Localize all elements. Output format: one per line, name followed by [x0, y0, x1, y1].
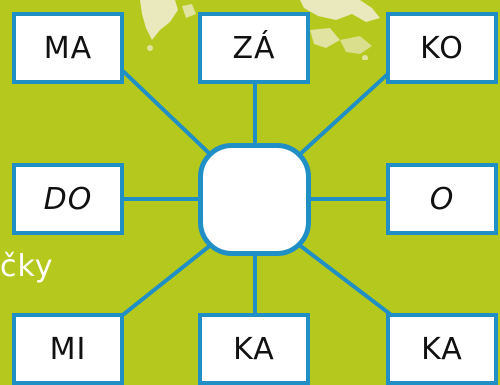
syllable-tile-top-left[interactable]: MA [12, 12, 124, 84]
syllable-tile-top-right[interactable]: KO [386, 12, 498, 84]
connector-bottom-right [296, 242, 392, 316]
syllable-tile-bottom-right[interactable]: KA [386, 313, 498, 385]
connector-top-right [296, 70, 392, 158]
side-label-text: čky [0, 249, 54, 284]
connector-top-left [122, 70, 214, 158]
syllable-tile-mid-right[interactable]: O [386, 163, 498, 235]
syllable-tile-bottom-left[interactable]: MI [12, 313, 124, 385]
syllable-tile-mid-left[interactable]: DO [12, 163, 124, 235]
connector-bottom-left [122, 242, 214, 316]
background-texture [140, 0, 380, 60]
syllable-tile-bottom-center[interactable]: KA [198, 313, 310, 385]
syllable-tile-top-center[interactable]: ZÁ [198, 12, 310, 84]
center-answer-slot[interactable] [198, 143, 311, 256]
